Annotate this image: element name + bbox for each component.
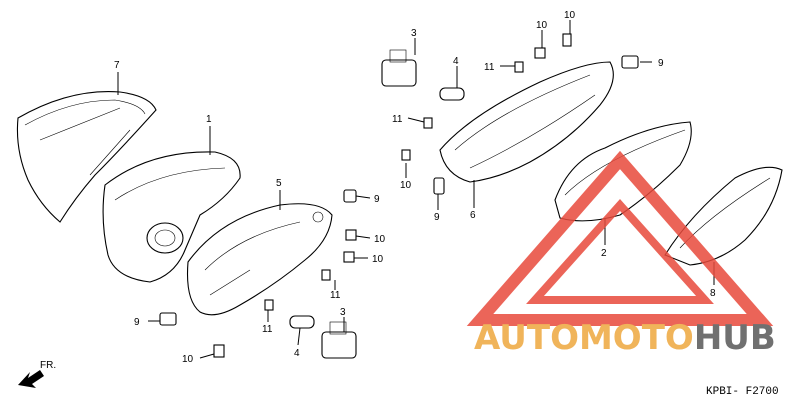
part-4-bulb-top bbox=[439, 87, 465, 101]
leader-lines bbox=[117, 20, 715, 359]
diagram-code: KPBI- F2700 bbox=[706, 386, 779, 398]
screws bbox=[213, 33, 572, 358]
watermark-text: AUTOMOTOHUB bbox=[474, 318, 776, 358]
callout-10: 10 bbox=[372, 254, 384, 265]
callout-11: 11 bbox=[262, 324, 273, 335]
callout-11: 11 bbox=[484, 62, 495, 73]
callout-9: 9 bbox=[134, 317, 140, 328]
callout-5: 5 bbox=[276, 178, 282, 189]
callout-10: 10 bbox=[400, 180, 412, 191]
callout-10: 10 bbox=[182, 354, 194, 365]
callout-2: 2 bbox=[601, 248, 607, 259]
part-7-cover-left bbox=[16, 91, 157, 223]
callout-10: 10 bbox=[374, 234, 386, 245]
callout-11: 11 bbox=[392, 114, 403, 125]
callout-labels: 7 1 5 3 4 11 10 10 9 11 10 9 6 9 10 10 1… bbox=[114, 10, 716, 365]
callout-9: 9 bbox=[374, 194, 380, 205]
watermark-part1: AUTOMOTO bbox=[474, 318, 694, 358]
part-1-lens-left bbox=[102, 151, 241, 283]
clips bbox=[159, 55, 639, 326]
callout-7: 7 bbox=[114, 60, 120, 71]
part-6-inner-panel-right bbox=[439, 61, 614, 183]
callout-3: 3 bbox=[411, 28, 417, 39]
part-3-socket-top bbox=[381, 49, 417, 87]
callout-4: 4 bbox=[453, 56, 459, 67]
callout-1: 1 bbox=[206, 114, 212, 125]
part-8-cover-right bbox=[664, 166, 783, 266]
callout-10: 10 bbox=[536, 20, 548, 31]
part-4-bulb-bottom bbox=[289, 315, 315, 329]
callout-9: 9 bbox=[434, 212, 440, 223]
watermark-part2: HUB bbox=[694, 318, 776, 358]
callout-8: 8 bbox=[710, 288, 716, 299]
callout-11: 11 bbox=[330, 290, 341, 301]
front-label: FR. bbox=[40, 360, 56, 371]
callout-6: 6 bbox=[470, 210, 476, 221]
part-3-socket-bottom bbox=[321, 321, 357, 359]
callout-9: 9 bbox=[658, 58, 664, 69]
front-arrow: FR. bbox=[18, 360, 56, 388]
watermark-logo bbox=[466, 150, 774, 326]
callout-4: 4 bbox=[294, 348, 300, 359]
callout-3: 3 bbox=[340, 307, 346, 318]
part-5-inner-panel-left bbox=[186, 203, 333, 316]
callout-10: 10 bbox=[564, 10, 576, 21]
